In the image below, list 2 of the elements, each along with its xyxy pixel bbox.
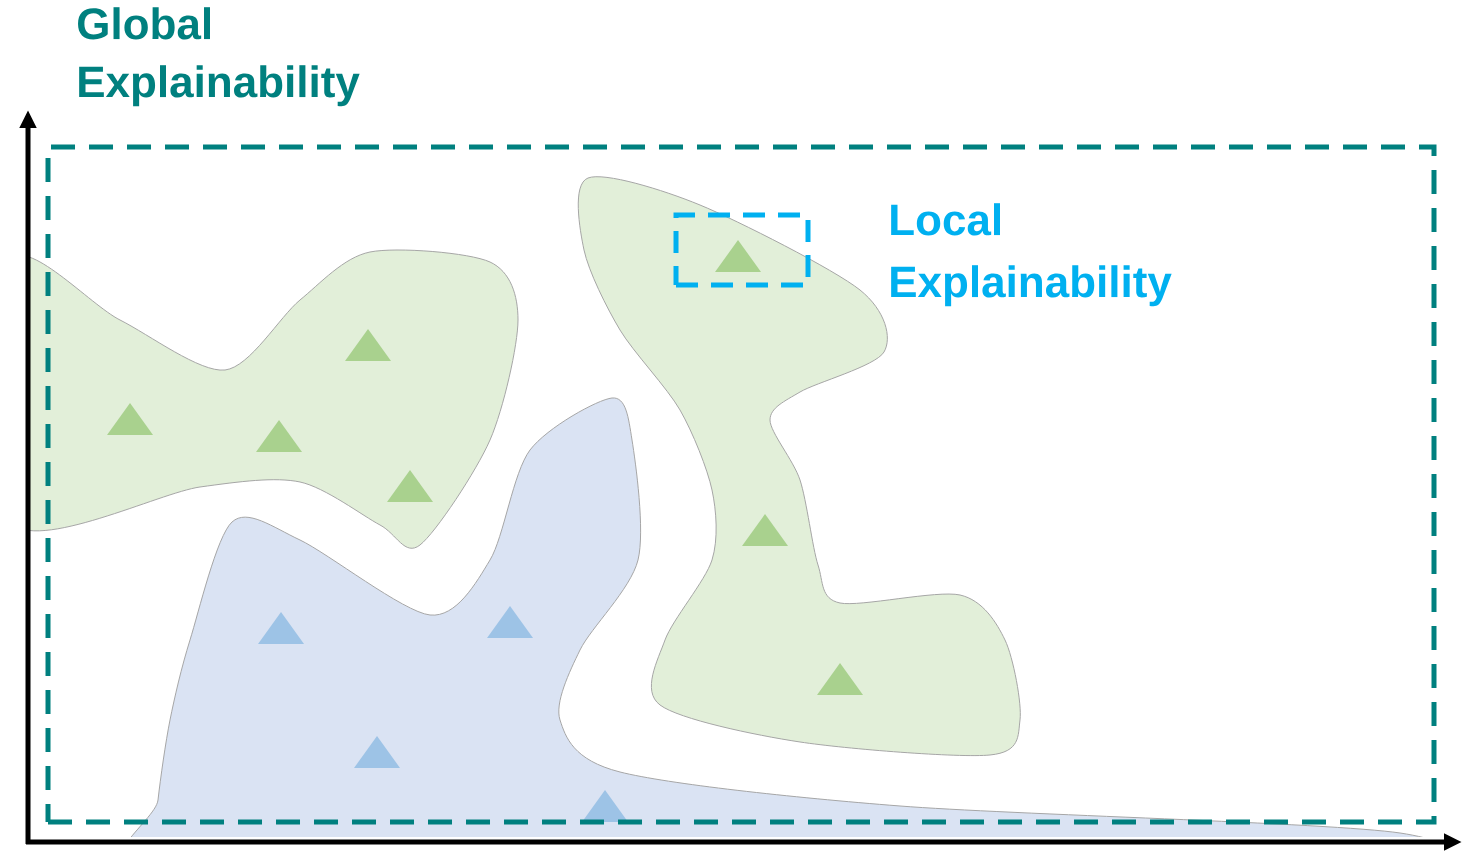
heading: Global Explainability	[78, 7, 360, 107]
heading: Local Explainability	[891, 203, 1172, 307]
